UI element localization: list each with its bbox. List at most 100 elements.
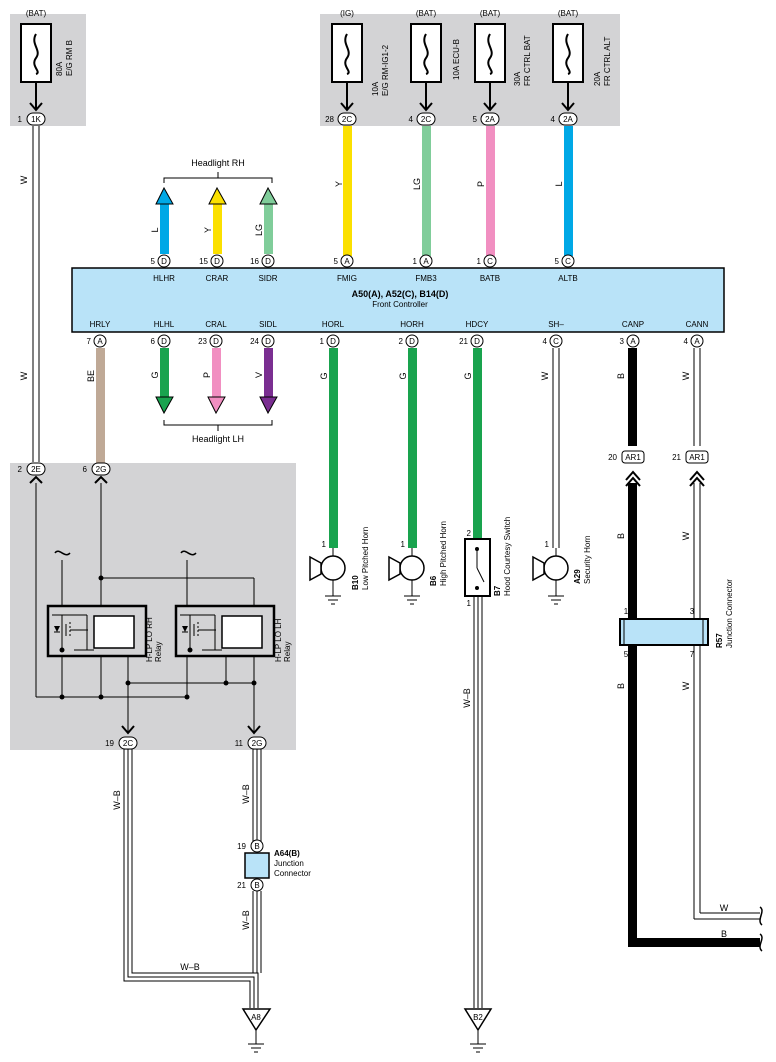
svg-text:2A: 2A [563,115,573,124]
svg-text:L: L [150,227,160,232]
svg-text:7: 7 [690,650,695,659]
svg-text:W–B: W–B [462,688,472,708]
svg-text:SIDL: SIDL [259,320,277,329]
svg-text:A: A [630,337,636,346]
svg-text:CANP: CANP [622,320,644,329]
wire-b-ar1-r57: B [616,483,637,619]
svg-text:10A: 10A [371,81,380,96]
svg-text:G: G [463,372,473,379]
svg-text:20A: 20A [593,71,602,86]
svg-text:D: D [213,337,219,346]
r57-junction-connector: 1 3 5 7 R57 Junction Connector [619,579,734,659]
svg-text:1K: 1K [31,115,41,124]
bottom-pin-8: A3 CANP [620,320,644,348]
svg-text:2: 2 [18,465,23,474]
svg-text:1: 1 [477,257,482,266]
svg-text:W: W [540,371,550,380]
svg-text:(IG): (IG) [340,9,354,18]
svg-text:4: 4 [684,337,689,346]
svg-text:W–B: W–B [112,790,122,810]
svg-text:Junction: Junction [274,859,304,868]
svg-text:Headlight RH: Headlight RH [191,158,245,168]
svg-text:6: 6 [83,465,88,474]
wire-b-r57-bottom: B B [616,645,763,952]
svg-text:3: 3 [620,337,625,346]
fuse-ig: (IG) 10A E/G RM-IG1-2 2C 28 [325,9,390,126]
svg-text:V: V [254,372,264,378]
svg-text:C: C [565,257,571,266]
svg-text:Hood Courtesy Switch: Hood Courtesy Switch [503,517,512,596]
svg-text:5: 5 [555,257,560,266]
svg-text:(BAT): (BAT) [558,9,579,18]
svg-text:CRAL: CRAL [205,320,227,329]
svg-text:1: 1 [545,540,550,549]
controller-top-pins: D5HLHRD15CRARD16SIDRA5FMIGA1FMB3C1BATBC5… [151,254,578,283]
svg-text:(BAT): (BAT) [26,9,47,18]
svg-text:2G: 2G [252,739,263,748]
wire-horh: G [398,348,417,548]
svg-text:R57: R57 [715,633,724,648]
svg-text:19: 19 [105,739,114,748]
svg-text:AR1: AR1 [625,453,641,462]
svg-text:21: 21 [459,337,468,346]
wire-fuse-to-fmig: Y [334,126,352,256]
svg-text:B10: B10 [351,575,360,590]
svg-text:4: 4 [543,337,548,346]
wire-fuse-to-fmb3: LG [412,126,431,256]
svg-text:W: W [681,531,691,540]
svg-text:HRLY: HRLY [90,320,111,329]
ground-b2: B2 [463,1008,493,1053]
svg-text:D: D [409,337,415,346]
svg-text:Security Horn: Security Horn [583,536,592,584]
svg-text:10A ECU-B: 10A ECU-B [452,39,461,80]
svg-text:5: 5 [151,257,156,266]
svg-text:B2: B2 [473,1013,483,1022]
wire-hdcy: G [463,348,482,538]
svg-text:5: 5 [473,115,478,124]
svg-text:1: 1 [320,337,325,346]
svg-text:LG: LG [254,224,264,236]
low-pitched-horn: 1 B10 Low Pitched Horn [309,527,370,605]
svg-text:W: W [19,371,29,380]
wire-fuse-to-batb: P [476,126,495,256]
svg-text:CANN: CANN [686,320,709,329]
svg-text:1: 1 [624,607,629,616]
svg-text:FR CTRL ALT: FR CTRL ALT [603,37,612,86]
svg-text:A: A [423,257,429,266]
svg-text:H-LP LO RH: H-LP LO RH [145,617,154,662]
svg-text:L: L [554,181,564,186]
svg-text:(BAT): (BAT) [416,9,437,18]
svg-text:CRAR: CRAR [206,274,229,283]
svg-text:BE: BE [86,370,96,382]
svg-text:D: D [265,257,271,266]
svg-text:4: 4 [551,115,556,124]
svg-text:D: D [161,337,167,346]
svg-text:B: B [616,533,626,539]
svg-text:D: D [265,337,271,346]
wire-sh: W [540,348,560,548]
svg-text:Front Controller: Front Controller [372,300,428,309]
svg-text:A: A [344,257,350,266]
high-pitched-horn: 1 B6 High Pitched Horn [388,521,448,605]
fuse-80a: (BAT) 80A E/G RM B 1K 1 [18,9,74,126]
svg-text:G: G [398,372,408,379]
wire-be: BE [86,348,105,463]
svg-text:LG: LG [412,178,422,190]
svg-text:1: 1 [413,257,418,266]
svg-text:W: W [19,175,29,184]
svg-text:1: 1 [401,540,406,549]
wire-wb-a64: W–B W–B [241,749,262,973]
svg-text:D: D [474,337,480,346]
svg-text:15: 15 [199,257,208,266]
svg-text:Y: Y [334,181,344,187]
